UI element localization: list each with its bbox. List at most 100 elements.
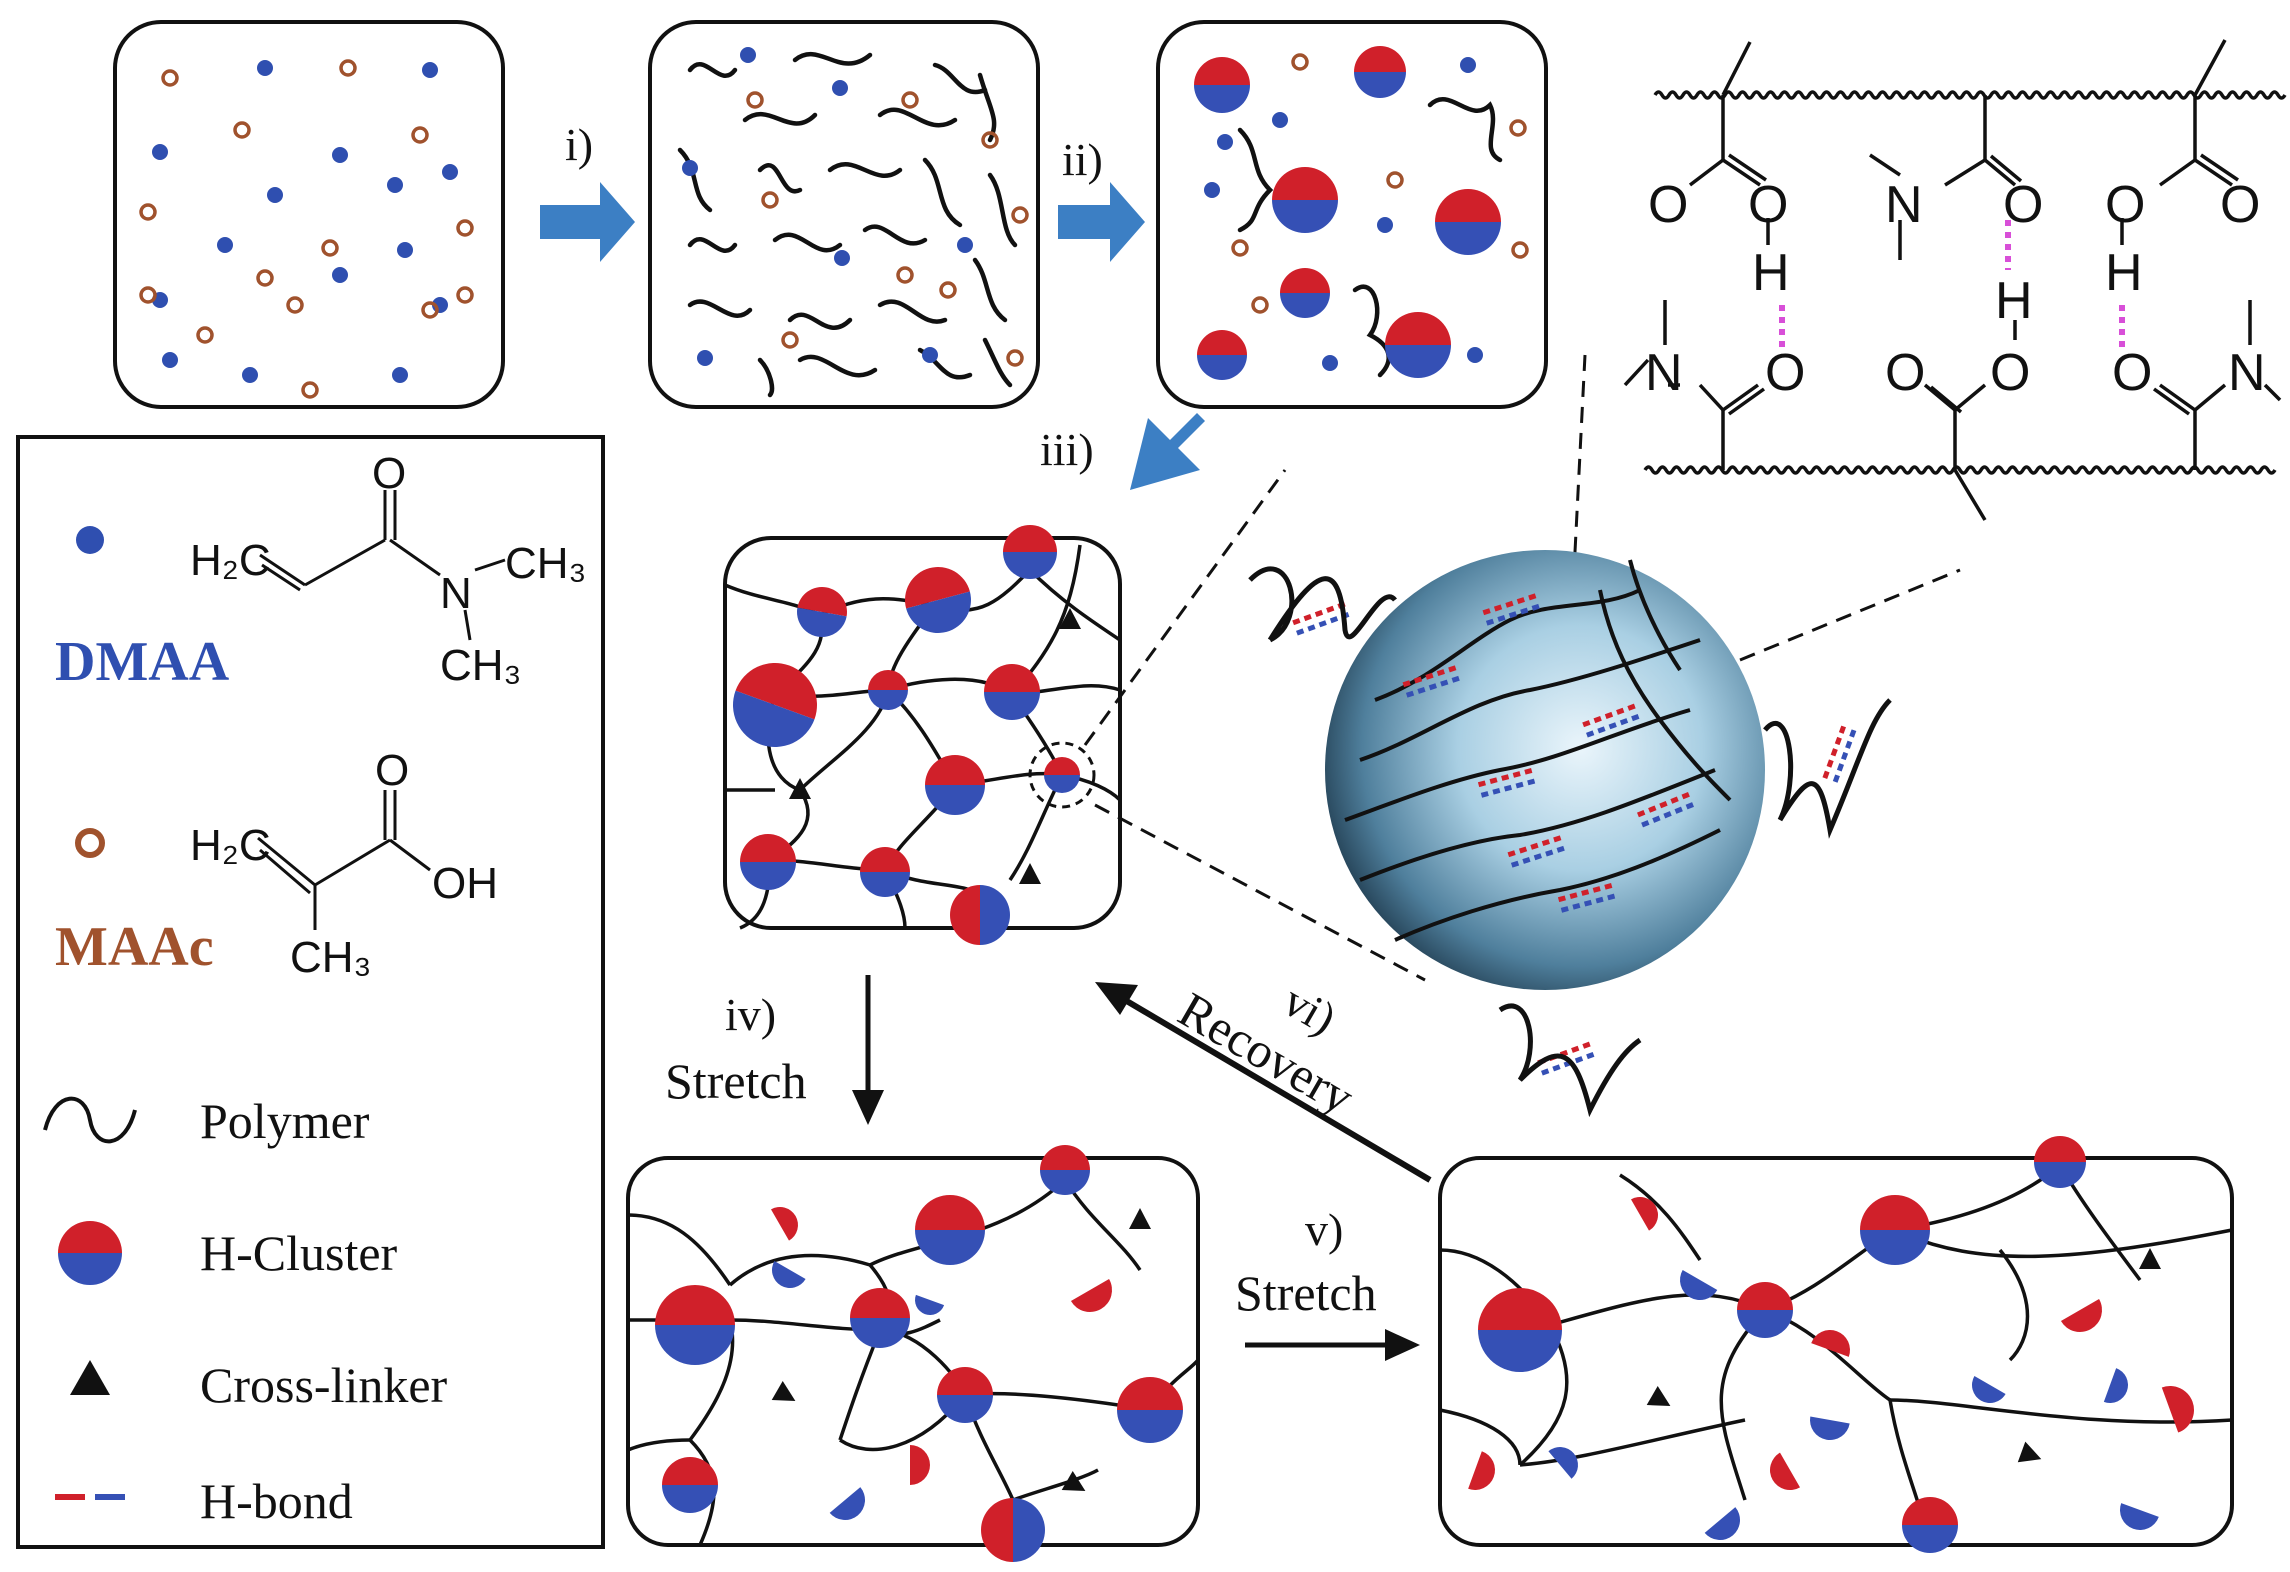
hbond-chemistry-labels: O O H N O O H O H N O O O O N xyxy=(1645,176,2266,402)
hbond-blue xyxy=(1641,820,1650,828)
hbond-blue xyxy=(1497,614,1506,622)
hbond-blue xyxy=(1836,763,1845,772)
step-iv-label: iv) xyxy=(725,989,776,1040)
half-cluster xyxy=(829,1487,865,1520)
hbond-pair xyxy=(1822,725,1857,783)
maac-ring xyxy=(1509,119,1527,137)
hbond-blue xyxy=(1652,815,1661,823)
maac-ring xyxy=(139,286,157,304)
hbond-blue xyxy=(1329,616,1339,624)
hbond-red xyxy=(1303,613,1312,622)
hbond-blue xyxy=(1552,1064,1561,1072)
h-cluster xyxy=(981,1498,1045,1562)
maac-ring xyxy=(456,219,474,237)
half-cluster xyxy=(2060,1299,2102,1332)
hbond-blue xyxy=(1417,686,1426,694)
h-clusters xyxy=(1478,1136,2086,1553)
cross-linker xyxy=(1059,608,1081,629)
cross-linker xyxy=(1019,863,1041,884)
step-v-text: Stretch xyxy=(1235,1265,1377,1321)
chain xyxy=(757,163,803,194)
cluster-blue-half xyxy=(1478,1330,1562,1372)
half-cluster xyxy=(2103,1368,2128,1403)
cross-linker xyxy=(2139,1248,2161,1269)
chain xyxy=(787,312,853,330)
maac-monomer-rings xyxy=(746,91,1029,367)
chain xyxy=(1598,589,1732,802)
cluster-blue-half xyxy=(1040,1170,1090,1195)
cluster-red-half xyxy=(1194,57,1250,85)
panel-stretched-1 xyxy=(626,1145,1200,1562)
dmaa-dot xyxy=(740,47,756,63)
step-ii-label: ii) xyxy=(1062,134,1103,185)
maac-structure xyxy=(257,790,431,930)
chain xyxy=(877,107,958,128)
cluster-blue-half xyxy=(868,690,908,710)
hbond-red xyxy=(1670,796,1679,804)
legend-h-bond-label: H-bond xyxy=(200,1473,353,1529)
hbond-blue xyxy=(1492,787,1501,795)
cluster-blue-half xyxy=(937,1395,993,1423)
polymer-backbone-bottom xyxy=(1643,465,2277,475)
hbond-red xyxy=(1826,759,1834,768)
h-cluster xyxy=(1902,1497,1958,1553)
maac-ring xyxy=(456,286,474,304)
hbond-blue xyxy=(1572,902,1581,910)
dmaa-dot xyxy=(257,60,273,76)
polymer-chains xyxy=(1237,97,1503,378)
oxygen-label: O xyxy=(2220,176,2260,234)
maac-ring xyxy=(1511,241,1529,259)
maac-ring xyxy=(896,266,914,284)
cluster-red-half xyxy=(984,664,1040,692)
hbond-blue xyxy=(1405,690,1415,698)
oxygen-label: O xyxy=(1748,176,1788,234)
cluster-red-half xyxy=(1280,268,1330,293)
h-cluster xyxy=(1197,330,1247,380)
maac-ring xyxy=(233,121,251,139)
h-cluster xyxy=(1040,1145,1090,1195)
cluster-red-half xyxy=(1040,1145,1090,1170)
hbond-blue xyxy=(1522,856,1531,864)
panel-cluster-formation xyxy=(1156,20,1548,409)
maac-ring xyxy=(1011,206,1029,224)
hbond-blue xyxy=(1318,620,1327,628)
h-cluster xyxy=(950,885,1010,945)
hbond-red xyxy=(1493,604,1503,612)
dmaa-dot xyxy=(267,187,283,203)
polymer-wave-icon xyxy=(43,1096,137,1144)
maac-ring xyxy=(139,203,157,221)
legend-h-cluster-label: H-Cluster xyxy=(200,1225,398,1281)
hbond-red xyxy=(1482,608,1491,616)
half-cluster xyxy=(1972,1376,2006,1403)
chain xyxy=(627,1213,732,1286)
panel-polymer-chains xyxy=(648,20,1040,409)
half-cluster xyxy=(1704,1507,1740,1540)
h-cluster xyxy=(1860,1195,1930,1265)
dmaa-dot xyxy=(1460,57,1476,73)
arrow-step-iii: iii) xyxy=(1040,413,1205,490)
nitrogen-label: N xyxy=(2228,344,2266,402)
panel-stretched-2 xyxy=(1438,1136,2234,1553)
hbond-blue xyxy=(1849,729,1857,738)
cluster-blue-half xyxy=(1737,1310,1793,1338)
cluster-red-half xyxy=(981,1498,1013,1562)
dmaa-dot xyxy=(1272,112,1288,128)
half-cluster xyxy=(772,1261,806,1288)
maac-monomer-rings xyxy=(139,59,474,399)
hbond-blue xyxy=(1307,624,1316,632)
hbond-pair xyxy=(1557,883,1616,913)
dmaa-structure xyxy=(259,490,506,641)
half-cluster xyxy=(1631,1197,1658,1231)
dmaa-dot xyxy=(162,352,178,368)
hbond-red xyxy=(1627,703,1636,711)
maac-ring xyxy=(1291,53,1309,71)
hbond-pair xyxy=(1477,768,1536,798)
cluster-red-half xyxy=(937,1367,993,1395)
h-cluster xyxy=(937,1367,993,1423)
cluster-blue-half xyxy=(2034,1162,2086,1188)
cluster-blue-half xyxy=(662,1485,718,1513)
cluster-blue-half xyxy=(797,607,847,637)
hbond-red xyxy=(1402,680,1411,688)
cluster-red-half xyxy=(868,670,908,690)
dmaa-dot xyxy=(1467,347,1483,363)
